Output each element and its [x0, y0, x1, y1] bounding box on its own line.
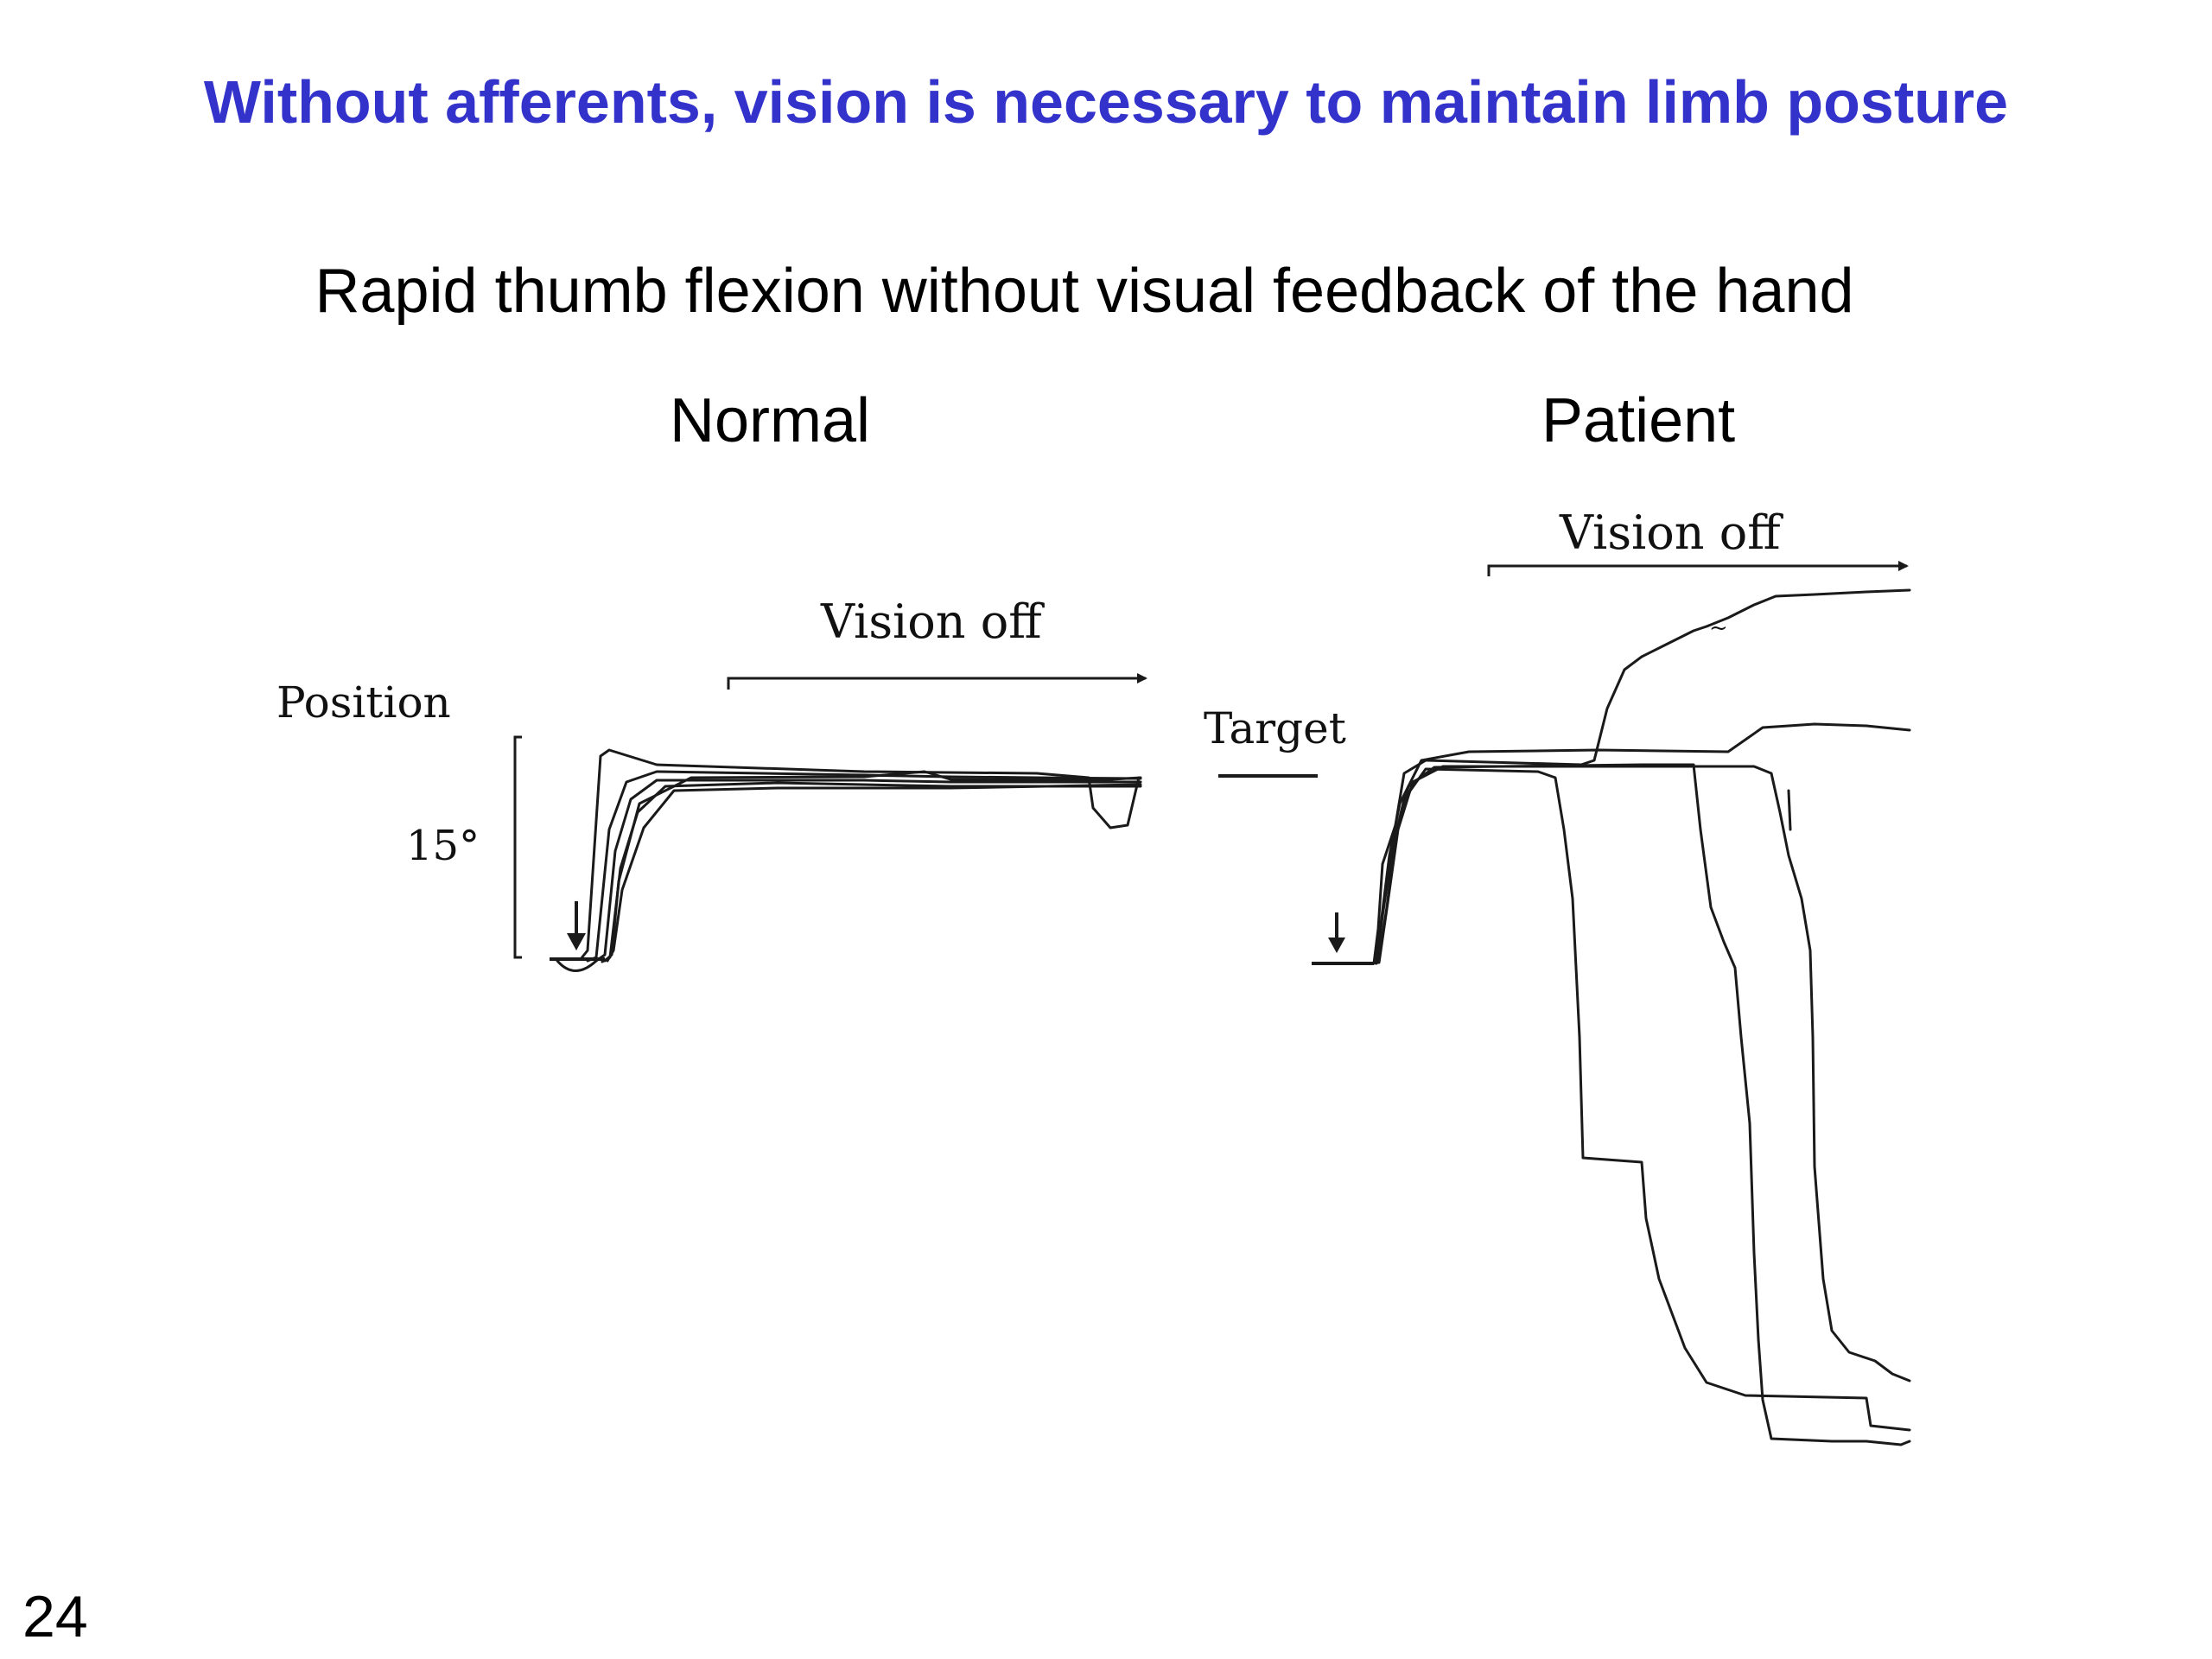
- normal-vision-off-label: Vision off: [820, 594, 1045, 649]
- movement-start-arrow: [567, 901, 586, 950]
- position-axis-label: Position: [276, 677, 451, 728]
- patient-vision-off-label: Vision off: [1559, 505, 1783, 560]
- normal-vision-off-arrow: [727, 673, 1147, 690]
- panel-label-normal: Normal: [670, 386, 871, 455]
- patient-traces: ~: [1372, 588, 1911, 1446]
- patient-vision-off-arrow: [1487, 561, 1909, 576]
- scale-bar-label: 15°: [406, 822, 480, 870]
- page-number: 24: [22, 1584, 88, 1649]
- patient-panel-figure: Vision off Target ~: [1204, 505, 1911, 1446]
- target-label: Target: [1204, 703, 1346, 753]
- patient-movement-start-arrow: [1328, 912, 1345, 953]
- panel-label-patient: Patient: [1541, 386, 1736, 455]
- normal-panel-figure: Position 15° Vision off: [276, 594, 1147, 972]
- slide-subtitle: Rapid thumb flexion without visual feedb…: [315, 257, 1854, 326]
- normal-traces: [579, 748, 1142, 963]
- scale-bar: [513, 735, 522, 959]
- slide-title: Without afferents, vision is necessary t…: [203, 68, 2009, 136]
- svg-text:~: ~: [1709, 615, 1728, 641]
